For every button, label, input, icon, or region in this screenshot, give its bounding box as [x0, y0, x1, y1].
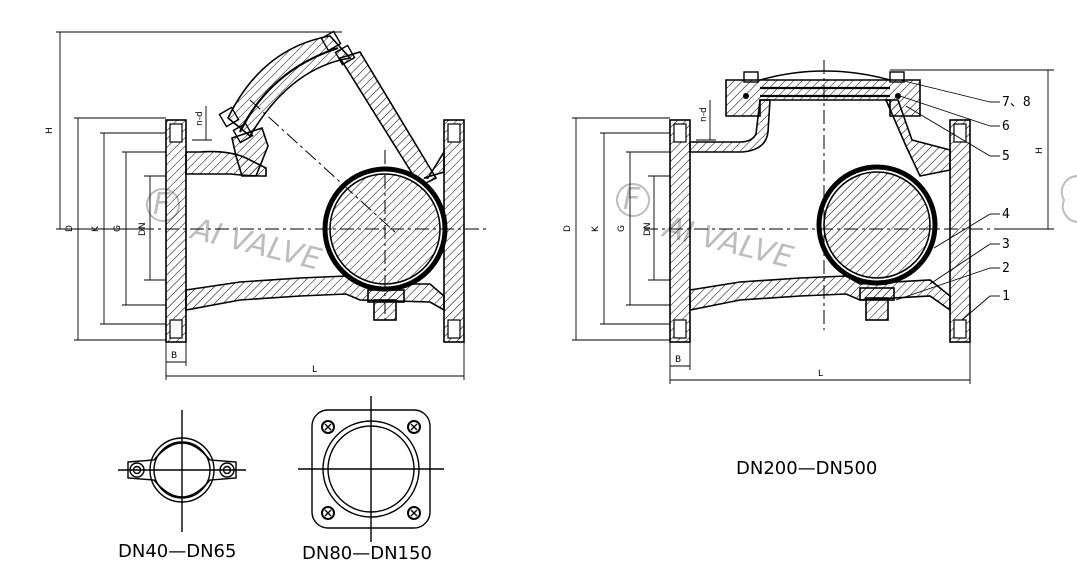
end-view-medium	[298, 396, 444, 542]
left-bonnet-cover	[227, 35, 352, 138]
left-dim-H: H	[45, 127, 55, 134]
watermark-logo-edge	[1060, 175, 1077, 223]
left-cover-bolts	[218, 30, 356, 144]
part-label-5: 5	[1002, 149, 1010, 164]
right-cover-bolts	[743, 71, 905, 99]
part-label-4: 4	[1002, 207, 1010, 222]
left-dim-L: L	[312, 365, 317, 375]
caption-dn40-dn65: DN40—DN65	[118, 541, 236, 562]
right-dim-B: B	[675, 355, 681, 365]
right-dim-DN: DN	[643, 222, 653, 236]
right-dim-L: L	[818, 369, 823, 379]
part-label-7-8: 7、8	[1002, 95, 1031, 110]
part-label-2: 2	[1002, 261, 1010, 276]
part-label-1: 1	[1002, 289, 1010, 304]
right-dim-D: D	[563, 225, 573, 232]
right-view: F AI VALVE	[563, 60, 1077, 384]
watermark-text-left: AI VALVE	[186, 211, 324, 277]
right-dimensions	[572, 69, 1054, 384]
right-dim-K: K	[591, 225, 601, 232]
left-flange-inlet	[165, 119, 187, 343]
right-dim-G: G	[617, 225, 627, 232]
end-view-small	[118, 410, 246, 532]
left-dim-K: K	[91, 225, 101, 232]
right-part-leaders	[895, 79, 1000, 321]
left-dim-DN: DN	[138, 222, 148, 236]
part-label-3: 3	[1002, 237, 1010, 252]
left-dim-G: G	[113, 225, 123, 232]
part-label-6: 6	[1002, 119, 1010, 134]
left-dim-B: B	[171, 351, 177, 361]
left-dimensions	[56, 31, 465, 380]
right-drain-plug	[859, 287, 895, 321]
caption-dn200-dn500: DN200—DN500	[736, 458, 877, 479]
right-flange-outlet	[949, 119, 971, 343]
left-drain-plug	[367, 289, 405, 321]
right-flange-inlet	[669, 119, 691, 343]
right-dim-nd: n-d	[699, 107, 709, 122]
left-dim-D: D	[65, 225, 75, 232]
caption-dn80-dn150: DN80—DN150	[302, 543, 432, 564]
left-view: F AI VALVE	[45, 30, 486, 380]
left-dim-nd: n-d	[195, 111, 205, 126]
right-dim-H: H	[1035, 147, 1045, 154]
right-top-cover	[725, 79, 921, 117]
svg-text:F: F	[623, 182, 641, 217]
